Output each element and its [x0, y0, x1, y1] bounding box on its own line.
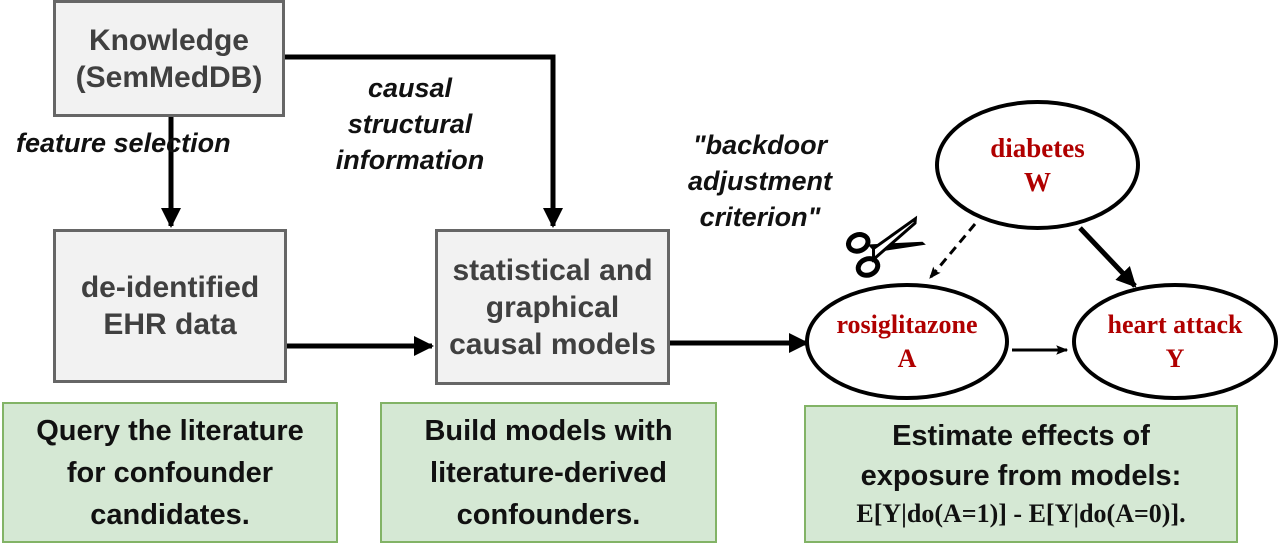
- node-rosiglitazone: rosiglitazone A: [805, 283, 1009, 400]
- arrow-diabetes-to-rosiglitazone: [928, 223, 977, 279]
- node-rosiglitazone-name: rosiglitazone: [836, 309, 978, 339]
- causal-effect-formula: E[Y|do(A=1)] - E[Y|do(A=0)].: [856, 499, 1186, 528]
- causal-structural-information-label: causal structural information: [335, 73, 485, 175]
- arrow-diabetes-to-heart-attack: [1078, 226, 1137, 288]
- arrow-knowledge-to-models: [285, 54, 563, 228]
- models-text: statistical and graphical causal models: [449, 253, 656, 361]
- node-heart-attack: heart attack Y: [1072, 283, 1278, 400]
- knowledge-box: Knowledge (SemMedDB): [53, 0, 285, 117]
- step-build-text: Build models with literature-derived con…: [424, 414, 673, 531]
- step-query-text: Query the literature for confounder cand…: [36, 414, 304, 531]
- step-build-box: Build models with literature-derived con…: [380, 402, 717, 543]
- knowledge-text: Knowledge (SemMedDB): [75, 23, 263, 94]
- ehr-box: de-identified EHR data: [53, 229, 287, 383]
- scissors-icon: [846, 215, 926, 278]
- node-diabetes-name: diabetes: [990, 133, 1085, 163]
- step-estimate-text: Estimate effects of exposure from models…: [860, 420, 1182, 492]
- node-diabetes-symbol: W: [1024, 167, 1051, 197]
- node-heart-attack-symbol: Y: [1165, 343, 1185, 373]
- node-diabetes: diabetes W: [935, 100, 1140, 230]
- feature-selection-label: feature selection: [16, 128, 231, 158]
- node-heart-attack-name: heart attack: [1107, 309, 1243, 339]
- models-box: statistical and graphical causal models: [435, 229, 670, 385]
- step-query-box: Query the literature for confounder cand…: [2, 402, 338, 543]
- backdoor-criterion-label: "backdoor adjustment criterion": [687, 130, 833, 232]
- node-rosiglitazone-symbol: A: [897, 343, 917, 373]
- ehr-text: de-identified EHR data: [80, 271, 260, 341]
- step-estimate-box: Estimate effects of exposure from models…: [804, 405, 1238, 543]
